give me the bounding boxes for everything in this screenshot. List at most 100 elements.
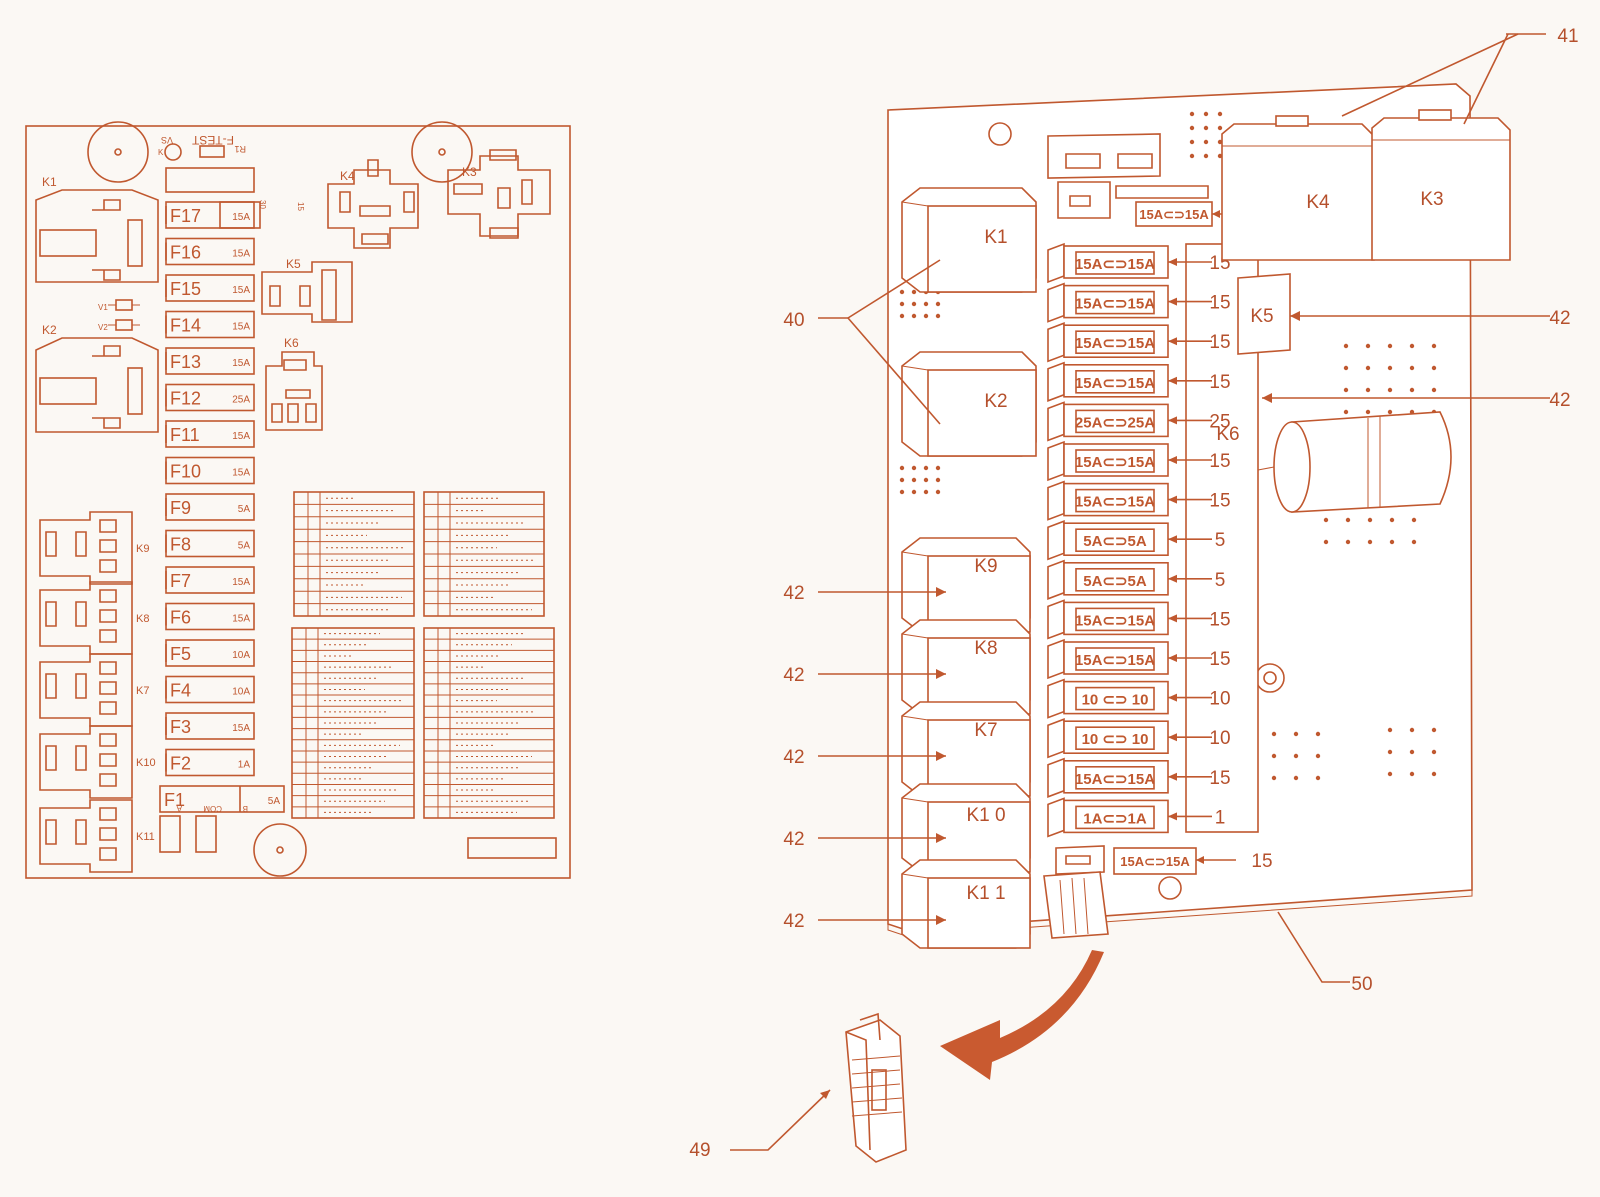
mount-hole-center — [114, 148, 122, 156]
relay-label: K7 — [974, 720, 997, 741]
callout-42-row-2: 42 — [783, 665, 946, 686]
fuse-bottom-text: 15A⊂⊃15A — [1120, 854, 1190, 869]
relay-k5-footprint — [261, 261, 353, 323]
callout-49: 49 — [689, 1140, 710, 1161]
relay-label: K4 — [1306, 192, 1330, 213]
label-v1: V1 — [98, 303, 108, 312]
relay-k5-label: K5 — [286, 257, 301, 271]
relay-k3-label: K3 — [462, 165, 477, 179]
fuse-top-text: 15A⊂⊃15A — [1139, 207, 1209, 222]
callout-50: 50 — [1351, 974, 1372, 995]
relay-k7-right: K7 — [901, 701, 1031, 797]
fuse-slot-top — [165, 167, 255, 193]
relay-k1-label: K1 — [42, 175, 57, 189]
fuse-rating: 5A — [238, 504, 251, 515]
callout-42: 42 — [783, 747, 804, 768]
mount-hole-bottom — [253, 823, 307, 877]
relay-k6-footprint — [265, 351, 323, 431]
callout-42: 42 — [783, 583, 804, 604]
relay-k9-right: K9 — [901, 537, 1031, 633]
relay-k9-footprint — [39, 511, 133, 585]
fuse-rating: 15A — [232, 723, 250, 734]
callout-42-k5: 42 — [1549, 308, 1570, 329]
fuse-marking: 15A⊂⊃15A — [1075, 296, 1155, 313]
label-com: COM — [203, 804, 222, 813]
fuse-marking: 15A⊂⊃15A — [1075, 335, 1155, 352]
fuse-rating: 15A — [232, 249, 250, 260]
fuse-marking: 15A⊂⊃15A — [1075, 771, 1155, 788]
label-plate — [467, 837, 557, 859]
relay-label: K5 — [1250, 306, 1273, 327]
fuse-name: F8 — [170, 535, 191, 555]
callout-42: 42 — [783, 911, 804, 932]
removal-arrow — [940, 950, 1104, 1080]
fuse-rating: 10A — [232, 650, 250, 661]
callout-42-k6: 42 — [1549, 390, 1570, 411]
fuse-holder-small — [1057, 181, 1111, 219]
clip-slot — [1043, 871, 1109, 939]
fuse-rating: 10A — [232, 687, 250, 698]
relay-k11-label: K11 — [136, 831, 155, 843]
relay-k10-right: K1 0 — [901, 783, 1031, 873]
callout-42-row-3: 42 — [783, 747, 946, 768]
fuse-name: F15 — [170, 279, 201, 299]
relay-label: K1 1 — [966, 883, 1005, 904]
label-15: 15 — [296, 202, 305, 211]
label-k-small: K — [158, 148, 164, 157]
fuse-value: 15 — [1209, 451, 1230, 472]
fuse-rating: 15A — [232, 468, 250, 479]
fuse-value: 25 — [1209, 411, 1230, 432]
fuse-name: F16 — [170, 243, 201, 263]
relay-k2-pad — [127, 367, 143, 415]
fuse-bottom: 15A⊂⊃15A 15 — [1055, 845, 1273, 875]
left-fuse-f16: F16 15A — [165, 237, 255, 266]
relay-k7-footprint — [39, 653, 133, 727]
right-board: 15A⊂⊃15A 15 15A⊂⊃15A1515A⊂⊃15A1515A⊂⊃15A… — [887, 83, 1511, 949]
relay-k8-footprint — [39, 581, 133, 655]
relay-label: K2 — [984, 391, 1007, 412]
relay-k2-pad — [92, 345, 121, 429]
relay-label: K1 0 — [966, 805, 1005, 826]
relay-k8-right: K8 — [901, 619, 1031, 715]
fuse-name: F10 — [170, 462, 201, 482]
fuse-rating: 15A — [232, 577, 250, 588]
left-board: VS K F-TEST R1 K1 K2 V1 V2 K4 K3 K5 — [25, 121, 571, 879]
diode-v2 — [115, 319, 133, 331]
mount-hole-top-right — [411, 121, 473, 183]
fuse-marking: 1A⊂⊃1A — [1083, 810, 1147, 827]
relay-k11-right: K1 1 — [901, 859, 1031, 949]
relay-k10-footprint — [39, 725, 133, 799]
callout-42-row-4: 42 — [783, 829, 946, 850]
fuse-name: F1 — [164, 790, 185, 810]
relay-k4-label: K4 — [340, 169, 355, 183]
mount-hole-center — [438, 148, 446, 156]
relay-k2-label: K2 — [42, 323, 57, 337]
fuse-value: 10 — [1209, 728, 1230, 749]
relay-k1-footprint — [35, 189, 159, 283]
capacitor — [1257, 411, 1452, 513]
diode-v1 — [115, 299, 133, 311]
fuse-marking: 15A⊂⊃15A — [1075, 494, 1155, 511]
fuse-rating: 1A — [238, 760, 251, 771]
fuse-name: F17 — [170, 206, 201, 226]
relay-k7-label: K7 — [136, 685, 149, 697]
fuse-value: 10 — [1209, 689, 1230, 710]
callout-42: 42 — [783, 665, 804, 686]
relay-k1-pad — [127, 219, 143, 267]
fuse-name: F3 — [170, 717, 191, 737]
connector-com — [195, 815, 217, 853]
fuse-marking: 15A⊂⊃15A — [1075, 256, 1155, 273]
